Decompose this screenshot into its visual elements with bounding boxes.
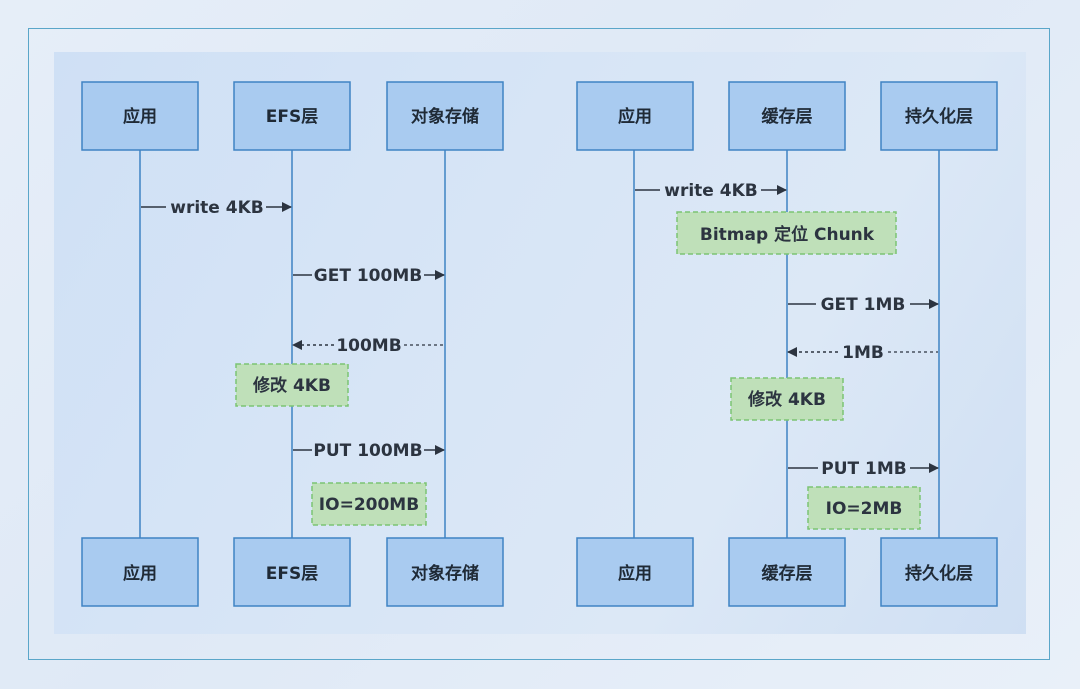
svg-text:1MB: 1MB: [842, 343, 884, 363]
left-message-write: write 4KB: [141, 198, 292, 218]
right-participant-cache-top: 缓存层: [728, 81, 846, 151]
right-message-get: GET 1MB: [788, 295, 939, 315]
left-participant-object-storage-top: 对象存储: [386, 81, 504, 151]
right-sequence: 应用 缓存层 持久化层 应用 缓存层 持久化层 write 4KB: [576, 81, 998, 607]
svg-text:IO=200MB: IO=200MB: [319, 495, 419, 515]
left-message-put: PUT 100MB: [293, 441, 445, 461]
svg-text:EFS层: EFS层: [266, 564, 318, 584]
right-note-io: IO=2MB: [807, 486, 921, 530]
svg-text:对象存储: 对象存储: [411, 106, 479, 127]
svg-text:持久化层: 持久化层: [905, 563, 973, 584]
svg-text:缓存层: 缓存层: [762, 106, 813, 127]
svg-text:PUT 1MB: PUT 1MB: [821, 459, 906, 479]
svg-text:IO=2MB: IO=2MB: [826, 499, 903, 519]
right-participant-persistence-top: 持久化层: [880, 81, 998, 151]
left-note-io: IO=200MB: [311, 482, 427, 526]
svg-text:持久化层: 持久化层: [905, 106, 973, 127]
left-sequence: 应用 EFS层 对象存储 应用 EFS层 对象存储 write 4KB: [81, 81, 504, 607]
svg-text:应用: 应用: [618, 106, 652, 127]
svg-text:Bitmap 定位 Chunk: Bitmap 定位 Chunk: [700, 224, 875, 245]
right-participant-persistence-bottom: 持久化层: [880, 537, 998, 607]
right-note-bitmap: Bitmap 定位 Chunk: [676, 211, 897, 255]
left-participant-efs-top: EFS层: [233, 81, 351, 151]
svg-text:EFS层: EFS层: [266, 107, 318, 127]
right-message-put: PUT 1MB: [788, 459, 939, 479]
svg-text:write 4KB: write 4KB: [664, 181, 757, 201]
left-participant-object-storage-bottom: 对象存储: [386, 537, 504, 607]
svg-text:GET 1MB: GET 1MB: [821, 295, 906, 315]
right-message-return: 1MB: [787, 343, 938, 363]
svg-text:对象存储: 对象存储: [411, 563, 479, 584]
svg-text:修改 4KB: 修改 4KB: [252, 375, 331, 396]
left-message-get: GET 100MB: [293, 266, 445, 286]
left-participant-efs-bottom: EFS层: [233, 537, 351, 607]
svg-text:write 4KB: write 4KB: [170, 198, 263, 218]
right-message-write: write 4KB: [635, 181, 787, 201]
left-participant-app-top: 应用: [81, 81, 199, 151]
svg-text:应用: 应用: [123, 563, 157, 584]
diagram-panel: [54, 52, 1026, 634]
svg-text:PUT 100MB: PUT 100MB: [313, 441, 422, 461]
svg-text:GET 100MB: GET 100MB: [314, 266, 422, 286]
right-participant-cache-bottom: 缓存层: [728, 537, 846, 607]
right-note-modify: 修改 4KB: [730, 377, 844, 421]
left-note-modify: 修改 4KB: [235, 363, 349, 407]
right-participant-app-top: 应用: [576, 81, 694, 151]
svg-text:应用: 应用: [618, 563, 652, 584]
right-participant-app-bottom: 应用: [576, 537, 694, 607]
outer-frame: [28, 28, 1050, 660]
svg-text:100MB: 100MB: [336, 336, 401, 356]
svg-text:应用: 应用: [123, 106, 157, 127]
svg-text:修改 4KB: 修改 4KB: [747, 389, 826, 410]
left-message-return: 100MB: [292, 336, 444, 356]
left-participant-app-bottom: 应用: [81, 537, 199, 607]
svg-text:缓存层: 缓存层: [762, 563, 813, 584]
